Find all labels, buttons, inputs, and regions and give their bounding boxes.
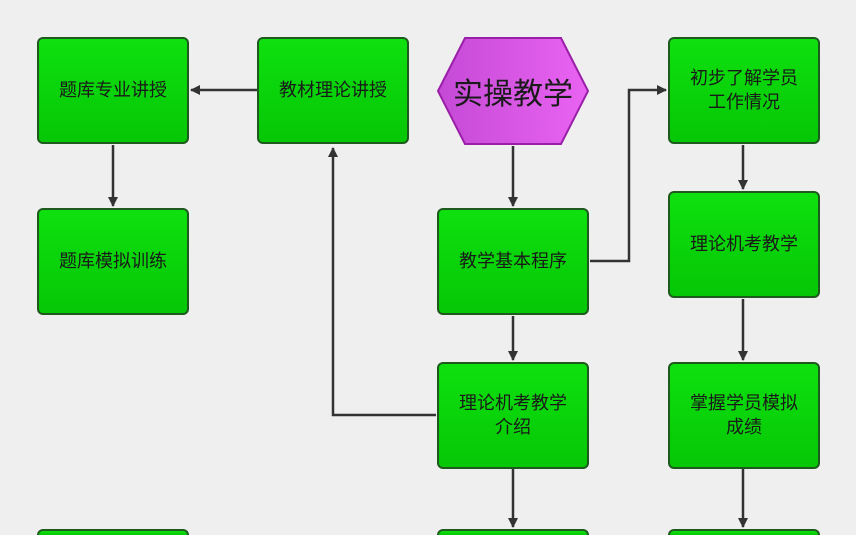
start-node[interactable]: 实操教学 (437, 37, 589, 145)
node-master-student-scores[interactable]: 掌握学员模拟 成绩 (668, 362, 820, 469)
connector-intro-to-textbook (328, 147, 436, 417)
node-teaching-basic-procedure[interactable]: 教学基本程序 (437, 208, 589, 315)
node-understand-student-work[interactable]: 初步了解学员 工作情况 (668, 37, 820, 144)
node-theory-exam-teaching[interactable]: 理论机考教学 (668, 191, 820, 298)
node-bottom-middle[interactable] (437, 529, 589, 535)
node-textbook-theory-lecture[interactable]: 教材理论讲授 (257, 37, 409, 144)
node-bottom-left[interactable] (37, 529, 189, 535)
node-question-bank-lecture[interactable]: 题库专业讲授 (37, 37, 189, 144)
hexagon-shape (437, 37, 589, 145)
node-theory-exam-intro[interactable]: 理论机考教学 介绍 (437, 362, 589, 469)
node-question-bank-training[interactable]: 题库模拟训练 (37, 208, 189, 315)
node-bottom-right[interactable] (668, 529, 820, 535)
connector-procedure-to-understanding (590, 85, 667, 263)
start-node-label: 实操教学 (453, 77, 573, 112)
